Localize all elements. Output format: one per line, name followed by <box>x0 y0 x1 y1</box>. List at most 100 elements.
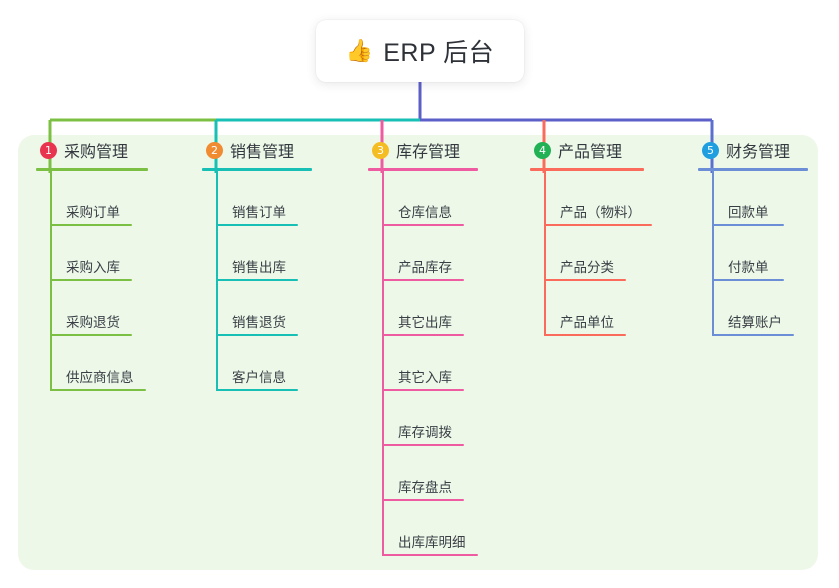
branch-column-1: 1 采购管理采购订单采购入库采购退货供应商信息 <box>36 135 148 391</box>
branch-item-underline <box>382 499 464 501</box>
branch-title: 财务管理 <box>726 144 791 161</box>
branch-spine <box>712 171 714 336</box>
branch-item-underline <box>216 224 298 226</box>
branch-item-underline <box>216 279 298 281</box>
branch-item-underline <box>382 389 464 391</box>
branch-item-underline <box>544 334 626 336</box>
branch-item[interactable]: 销售订单 <box>216 171 312 226</box>
branch-item-label: 结算账户 <box>728 315 782 330</box>
branch-item-underline <box>216 389 298 391</box>
branch-header-underline <box>36 168 148 171</box>
branch-item-label: 仓库信息 <box>398 205 452 220</box>
branch-item-underline <box>382 444 464 446</box>
branch-item-label: 库存调拨 <box>398 425 452 440</box>
branch-item[interactable]: 结算账户 <box>712 281 808 336</box>
branch-index-badge: 4 <box>534 141 551 159</box>
branch-spine <box>50 171 52 391</box>
branch-item[interactable]: 销售退货 <box>216 281 312 336</box>
branch-item[interactable]: 销售出库 <box>216 226 312 281</box>
branch-item-label: 供应商信息 <box>66 370 134 385</box>
branch-item[interactable]: 采购入库 <box>50 226 148 281</box>
branch-item-label: 出库库明细 <box>398 535 466 550</box>
branch-item-underline <box>216 334 298 336</box>
branch-item-underline <box>712 279 784 281</box>
branch-item[interactable]: 产品分类 <box>544 226 644 281</box>
branch-header-underline <box>202 168 312 171</box>
branch-item[interactable]: 回款单 <box>712 171 808 226</box>
thumbs-up-icon: 👍 <box>345 38 374 63</box>
branch-header-underline <box>368 168 478 171</box>
branch-item-underline <box>712 224 784 226</box>
branch-index-badge: 2 <box>206 141 223 159</box>
branch-item-list: 仓库信息产品库存其它出库其它入库库存调拨库存盘点出库库明细 <box>368 171 478 556</box>
branch-spine <box>544 171 546 336</box>
branch-title: 采购管理 <box>64 144 129 161</box>
branch-spine <box>216 171 218 391</box>
branch-item[interactable]: 库存盘点 <box>382 446 478 501</box>
branch-item[interactable]: 产品单位 <box>544 281 644 336</box>
branch-header-1[interactable]: 1 采购管理 <box>36 135 148 165</box>
branch-header-5[interactable]: 5 财务管理 <box>698 135 808 165</box>
branch-item-underline <box>382 554 478 556</box>
branch-item-label: 销售订单 <box>232 205 286 220</box>
branches-background-panel <box>18 135 818 570</box>
branch-item-label: 产品库存 <box>398 260 452 275</box>
branch-item[interactable]: 其它入库 <box>382 336 478 391</box>
branch-column-5: 5 财务管理回款单付款单结算账户 <box>698 135 808 336</box>
branch-item[interactable]: 客户信息 <box>216 336 312 391</box>
branch-item[interactable]: 出库库明细 <box>382 501 478 556</box>
branch-header-3[interactable]: 3 库存管理 <box>368 135 478 165</box>
branch-item[interactable]: 采购订单 <box>50 171 148 226</box>
branch-item[interactable]: 供应商信息 <box>50 336 148 391</box>
branch-item-list: 产品（物料） 产品分类产品单位 <box>530 171 652 336</box>
branch-item-label: 客户信息 <box>232 370 286 385</box>
root-node-card[interactable]: 👍 ERP 后台 <box>316 20 524 82</box>
branch-item-label: 产品单位 <box>560 315 614 330</box>
branch-item-label: 其它入库 <box>398 370 452 385</box>
branch-title: 库存管理 <box>396 144 461 161</box>
branch-column-3: 3 库存管理仓库信息产品库存其它出库其它入库库存调拨库存盘点出库库明细 <box>368 135 478 556</box>
branch-item[interactable]: 产品（物料） <box>544 171 652 226</box>
branch-item[interactable]: 产品库存 <box>382 226 478 281</box>
branch-item-label: 付款单 <box>728 260 769 275</box>
branch-item-label: 产品分类 <box>560 260 614 275</box>
branch-index-badge: 3 <box>372 141 389 159</box>
branch-item-underline <box>544 224 652 226</box>
branch-item-underline <box>712 334 794 336</box>
branch-item-underline <box>50 279 132 281</box>
branch-index-badge: 5 <box>702 141 719 159</box>
branch-item[interactable]: 库存调拨 <box>382 391 478 446</box>
branch-header-underline <box>698 168 808 171</box>
branch-item-list: 销售订单销售出库销售退货客户信息 <box>202 171 312 391</box>
root-node-title: ERP 后台 <box>383 39 495 67</box>
branch-item-underline <box>50 334 132 336</box>
branch-item-underline <box>382 279 464 281</box>
branch-item-label: 库存盘点 <box>398 480 452 495</box>
branch-item[interactable]: 采购退货 <box>50 281 148 336</box>
branch-item-label: 销售退货 <box>232 315 286 330</box>
branch-item[interactable]: 其它出库 <box>382 281 478 336</box>
branch-item-label: 回款单 <box>728 205 769 220</box>
branch-item[interactable]: 仓库信息 <box>382 171 478 226</box>
branch-item-underline <box>382 334 464 336</box>
branch-item-label: 采购退货 <box>66 315 120 330</box>
branch-item-list: 回款单付款单结算账户 <box>698 171 808 336</box>
branch-item-label: 采购入库 <box>66 260 120 275</box>
branch-index-badge: 1 <box>40 141 57 159</box>
branch-item-label: 采购订单 <box>66 205 120 220</box>
branch-item-label: 其它出库 <box>398 315 452 330</box>
branch-item-underline <box>50 389 146 391</box>
branch-item-underline <box>50 224 132 226</box>
branch-item-list: 采购订单采购入库采购退货供应商信息 <box>36 171 148 391</box>
branch-item-underline <box>382 224 464 226</box>
branch-item[interactable]: 付款单 <box>712 226 808 281</box>
branch-item-underline <box>544 279 626 281</box>
branch-spine <box>382 171 384 556</box>
branch-header-underline <box>530 168 644 171</box>
branch-item-label: 产品（物料） <box>560 205 641 220</box>
